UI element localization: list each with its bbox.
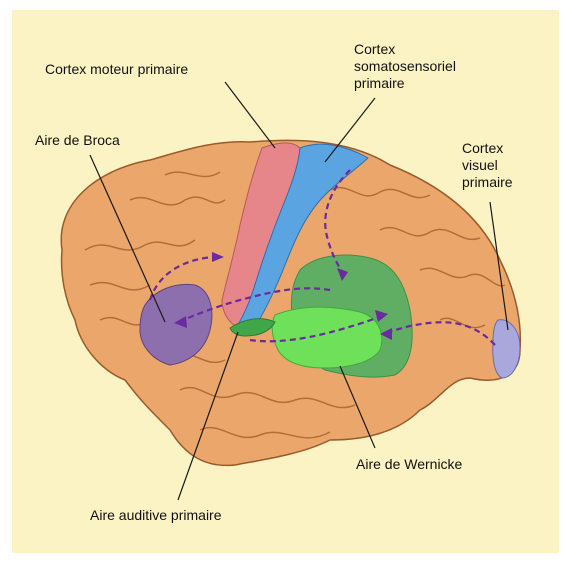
somatosensory-cortex-label: Cortex somatosensoriel primaire [354, 41, 456, 92]
auditory-cortex-label: Aire auditive primaire [90, 507, 222, 524]
motor-cortex-label-line1: Cortex moteur primaire [45, 61, 188, 77]
visual-label-line1: Cortex [462, 140, 513, 157]
wernicke-label: Aire de Wernicke [356, 456, 462, 473]
visual-label-line2: visuel [462, 157, 513, 174]
somatosensory-label-line3: primaire [354, 75, 456, 92]
wernicke-label-line1: Aire de Wernicke [356, 456, 462, 472]
visual-label-line3: primaire [462, 174, 513, 191]
broca-label-line1: Aire de Broca [35, 132, 120, 148]
somatosensory-label-line1: Cortex [354, 41, 456, 58]
motor-cortex-label: Cortex moteur primaire [45, 61, 188, 78]
broca-label: Aire de Broca [35, 132, 120, 149]
auditory-label-line1: Aire auditive primaire [90, 507, 222, 523]
wernicke-area-region [272, 307, 382, 368]
somatosensory-label-line2: somatosensoriel [354, 58, 456, 75]
visual-cortex-label: Cortex visuel primaire [462, 140, 513, 191]
